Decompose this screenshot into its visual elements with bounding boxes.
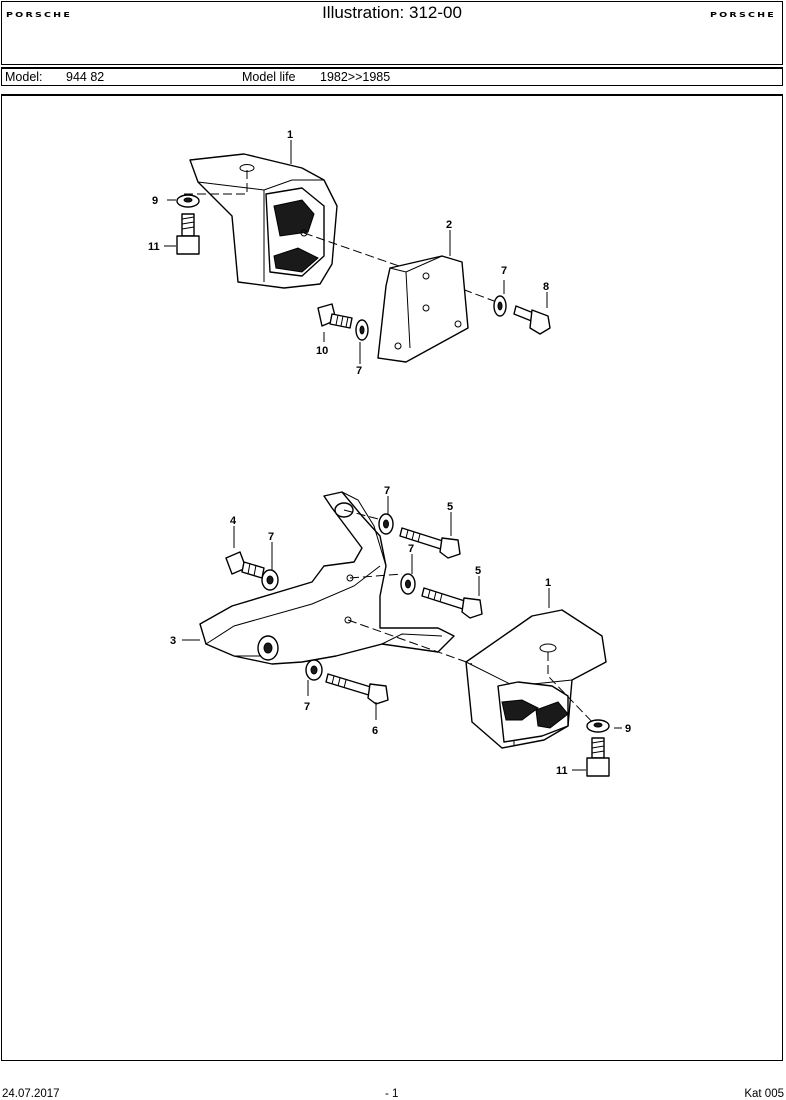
- model-label: Model:: [5, 70, 43, 84]
- page-title: Illustration: 312-00: [322, 3, 462, 22]
- engine-mount-lower: [465, 609, 607, 749]
- bolt-4: [225, 551, 265, 579]
- callout-7-upper-left: 7: [356, 365, 362, 377]
- footer-date: 24.07.2017: [2, 1088, 60, 1100]
- callout-5-lower: 5: [475, 565, 481, 577]
- callout-7-lower-top: 7: [384, 485, 390, 497]
- callout-7-lower-bottom: 7: [304, 701, 310, 713]
- callout-9-upper: 9: [152, 195, 158, 207]
- bolt-5-upper: [399, 527, 461, 559]
- model-value: 944 82: [66, 70, 105, 84]
- lower-assembly: 7 4 7 5 7 5 1 3 9 7 6 11: [170, 485, 631, 777]
- engine-mount-upper: [181, 153, 338, 289]
- bolt-10: [317, 303, 353, 329]
- porsche-logo-left: PORSCHE: [6, 11, 73, 20]
- callout-1-lower: 1: [545, 577, 551, 589]
- callout-7-upper-right: 7: [501, 265, 507, 277]
- bolt-5-lower: [421, 587, 483, 619]
- footer-page: - 1: [385, 1088, 399, 1100]
- callout-1-upper: 1: [287, 129, 293, 141]
- callout-8: 8: [543, 281, 549, 293]
- callout-7-lower-mid: 7: [408, 543, 414, 555]
- callout-4: 4: [230, 515, 237, 527]
- bolt-6: [325, 673, 389, 705]
- callout-11-upper: 11: [148, 241, 160, 253]
- model-life-value: 1982>>1985: [320, 70, 391, 84]
- parts-diagram: 1 9 11 2 7 8 10 7: [1, 94, 783, 1061]
- exploded-view-drawing: 1 9 11 2 7 8 10 7: [148, 129, 631, 777]
- upper-assembly: 1 9 11 2 7 8 10 7: [148, 129, 551, 377]
- callout-6: 6: [372, 725, 378, 737]
- bracket-plate-2: [377, 255, 469, 363]
- model-life-label: Model life: [242, 70, 296, 84]
- model-bar: Model: 944 82 Model life 1982>>1985: [1, 67, 783, 86]
- bolt-8: [513, 305, 551, 335]
- bolt-11: [176, 213, 200, 255]
- header-box: PORSCHE Illustration: 312-00 PORSCHE: [1, 1, 783, 65]
- callout-9-lower: 9: [625, 723, 631, 735]
- crossmember-bracket-3: [199, 491, 455, 665]
- bolt-11-lower: [586, 737, 610, 777]
- porsche-logo-right: PORSCHE: [709, 11, 776, 20]
- callout-10: 10: [316, 345, 328, 357]
- callout-7-lower-left: 7: [268, 531, 274, 543]
- callout-3: 3: [170, 635, 176, 647]
- callout-5-upper: 5: [447, 501, 453, 513]
- callout-2: 2: [446, 219, 452, 231]
- footer-catalog: Kat 005: [744, 1088, 784, 1100]
- callout-11-lower: 11: [556, 765, 568, 777]
